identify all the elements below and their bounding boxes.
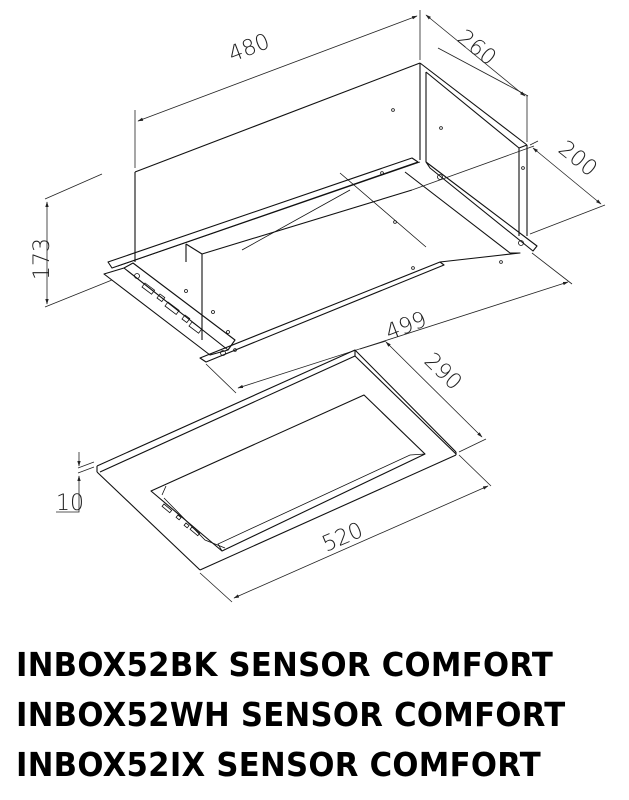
dim-290: 290 [419, 348, 467, 395]
dim-480: 480 [225, 29, 273, 67]
model-name-bk: INBOX52BK SENSOR COMFORT [16, 645, 554, 684]
dim-520: 520 [319, 518, 367, 557]
model-list: INBOX52BK SENSOR COMFORT INBOX52WH SENSO… [16, 640, 607, 790]
dim-200: 200 [553, 136, 601, 182]
model-name-wh: INBOX52WH SENSOR COMFORT [16, 695, 566, 734]
dim-10: 10 [56, 491, 84, 516]
technical-drawing: 480 260 200 173 499 [30, 10, 606, 603]
front-panel [96, 349, 457, 571]
model-name-ix: INBOX52IX SENSOR COMFORT [16, 745, 541, 784]
dim-173: 173 [30, 238, 55, 280]
hood-body [103, 62, 538, 363]
dim-260: 260 [452, 25, 500, 71]
dim-499: 499 [382, 307, 430, 345]
panel-dimensions: 290 10 520 [56, 340, 492, 603]
